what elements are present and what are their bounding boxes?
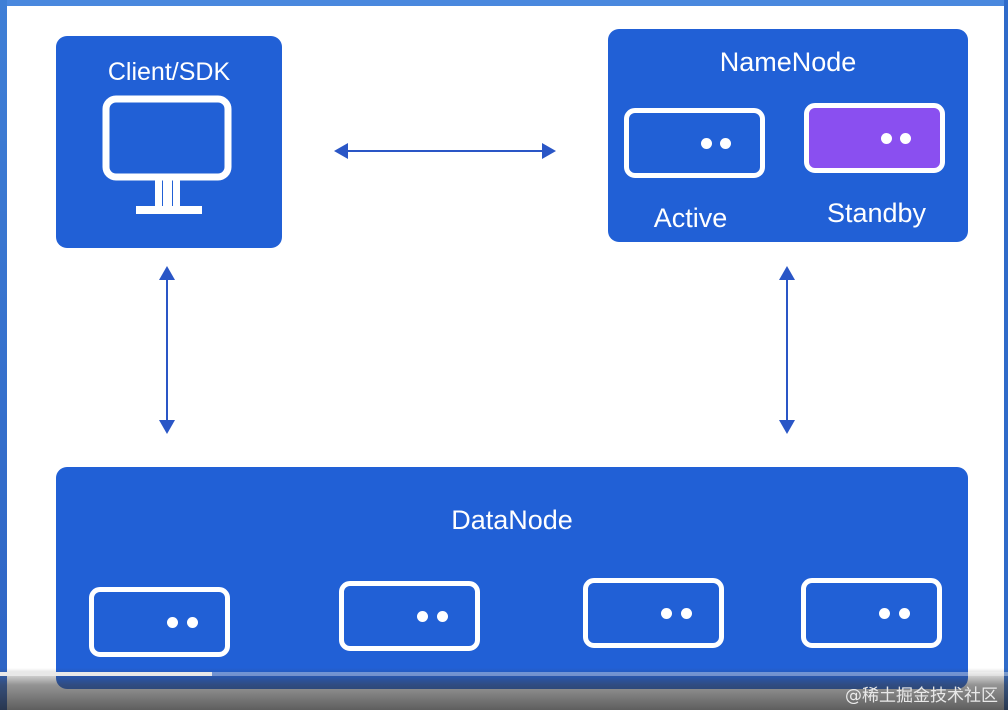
monitor-icon	[102, 95, 232, 214]
server-dot	[167, 616, 178, 628]
active-server	[624, 108, 765, 178]
window-right-edge	[1004, 0, 1008, 710]
namenode-box: NameNode Active Standby	[608, 29, 968, 242]
server-dot	[879, 607, 890, 619]
server-dot	[437, 610, 448, 622]
standby-label: Standby	[826, 198, 927, 228]
server-dot	[881, 132, 892, 144]
datanode-server-2	[339, 581, 480, 651]
namenode-title: NameNode	[719, 47, 857, 77]
server-dot	[720, 137, 731, 149]
datanode-server-1	[89, 587, 230, 657]
server-dot	[681, 607, 692, 619]
server-dot	[899, 607, 910, 619]
server-dot	[187, 616, 198, 628]
server-dot	[417, 610, 428, 622]
datanode-title: DataNode	[451, 505, 573, 535]
datanode-box: DataNode	[56, 467, 968, 689]
window-left-edge	[0, 0, 7, 710]
standby-server	[804, 103, 945, 173]
datanode-server-3	[583, 578, 724, 648]
progress-fill	[0, 672, 212, 676]
datanode-server-4	[801, 578, 942, 648]
server-dot	[661, 607, 672, 619]
server-dot	[701, 137, 712, 149]
client-sdk-box: Client/SDK	[56, 36, 282, 248]
server-dot	[900, 132, 911, 144]
window-top-edge	[0, 0, 1008, 6]
progress-track[interactable]	[0, 672, 1008, 676]
client-sdk-title: Client/SDK	[107, 58, 231, 86]
watermark-credit: @稀土掘金技术社区	[845, 686, 998, 706]
active-label: Active	[653, 203, 728, 233]
